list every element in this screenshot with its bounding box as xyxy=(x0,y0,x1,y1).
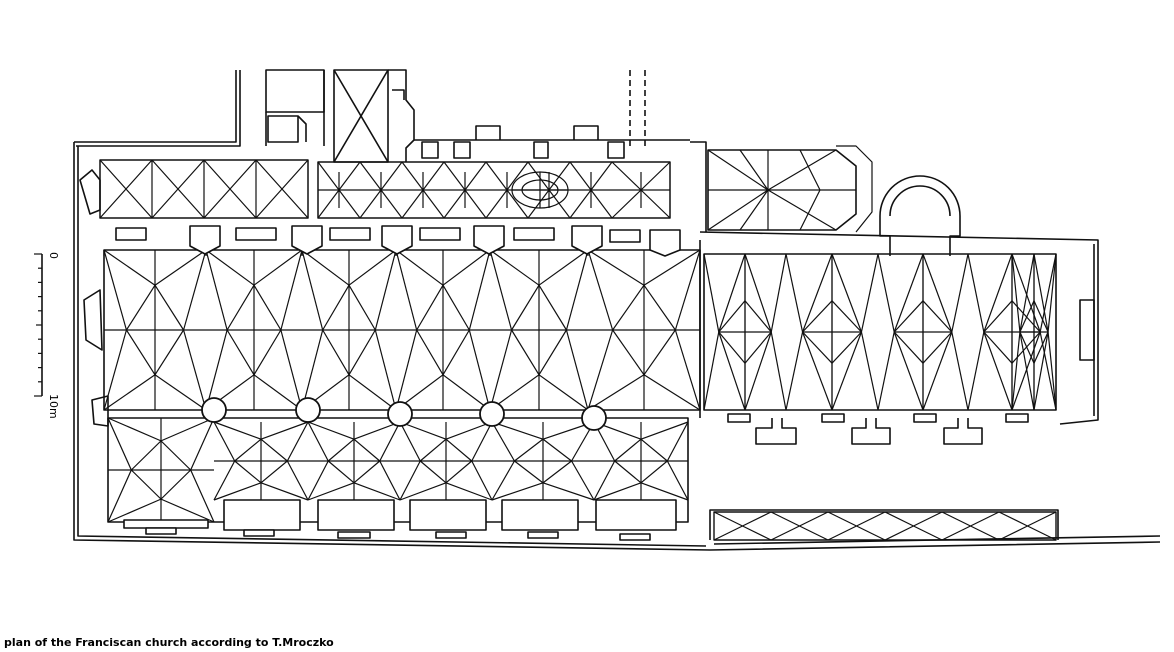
scale-end-label: 10m xyxy=(47,394,60,419)
chancel xyxy=(703,253,1057,411)
nave xyxy=(103,249,701,411)
sacristy xyxy=(707,145,873,233)
north-walk xyxy=(99,159,671,219)
apse-chapel xyxy=(879,175,961,256)
south-buttresses xyxy=(123,499,677,541)
plan-caption: plan of the Franciscan church according … xyxy=(4,636,334,649)
scale-bar-ticks xyxy=(34,253,42,397)
scale-bar: 0 10m xyxy=(34,252,60,419)
nave-piers xyxy=(201,397,607,431)
scale-start-label: 0 xyxy=(47,252,60,259)
south-aisle xyxy=(107,417,689,523)
north-buttresses xyxy=(421,125,625,159)
chancel-vault xyxy=(703,253,1057,411)
nave-vault xyxy=(103,249,701,411)
north-wall-piers xyxy=(115,225,681,257)
chancel-buttresses xyxy=(727,413,1029,445)
south-corridor xyxy=(713,511,1057,541)
north-star-vault xyxy=(317,161,671,219)
upper-annex xyxy=(265,69,690,163)
south-aisle-vault xyxy=(107,417,689,523)
